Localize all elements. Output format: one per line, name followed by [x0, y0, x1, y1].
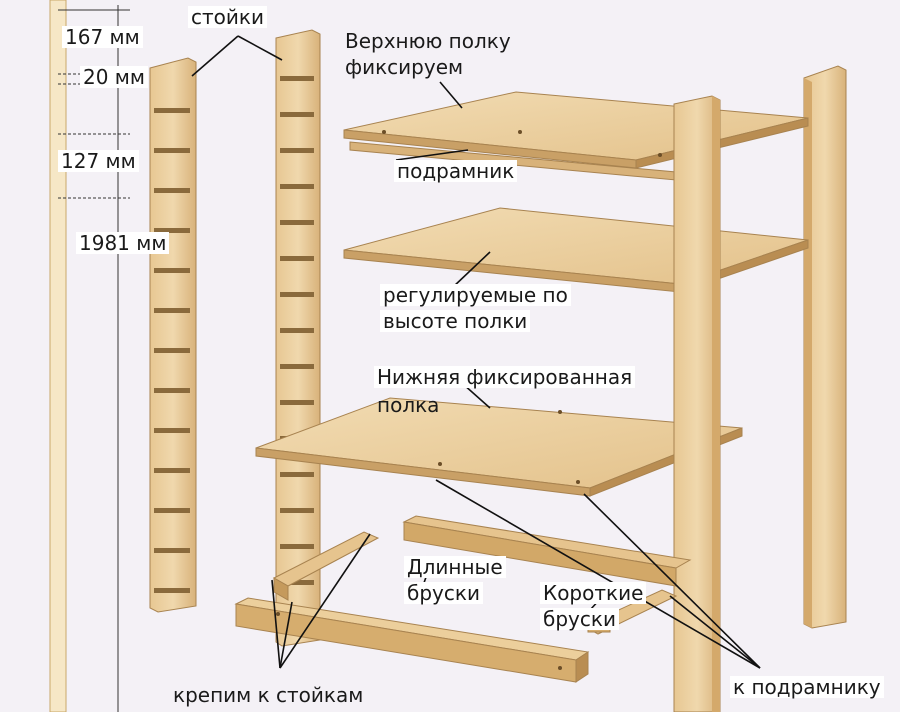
upright-slot [154, 588, 190, 593]
upright-front-right [673, 95, 721, 712]
attach-uprights-label: крепим к стойкам [173, 683, 364, 707]
short-bars-label-line1: Короткие [540, 582, 647, 604]
dimension-strip [49, 0, 130, 712]
upright-slot [280, 328, 314, 333]
uprights-label: стойки [188, 6, 267, 28]
upright-slot [280, 292, 314, 297]
upright-slot [154, 548, 190, 553]
dim-label-167: 167 мм [62, 26, 143, 48]
upright-slot [280, 184, 314, 189]
upright-1 [149, 57, 197, 613]
attach-subframe-label: к подрамнику [730, 676, 884, 698]
upright-slot [280, 112, 314, 117]
upright-slot [280, 472, 314, 477]
bottom-shelf-label-line2: полка [377, 393, 440, 417]
long-bars-label-line2: бруски [404, 582, 483, 604]
dim-label-1981: 1981 мм [76, 232, 170, 254]
upright-slot [280, 400, 314, 405]
adjustable-shelf [343, 207, 809, 293]
subframe-label: подрамник [394, 160, 518, 182]
upright-slot [154, 188, 190, 193]
upright-slot [154, 228, 190, 233]
upright-1-slots [154, 108, 190, 593]
upright-slot [154, 268, 190, 273]
upright-back-right [803, 65, 847, 629]
dim-label-20: 20 мм [80, 66, 148, 88]
upright-slot [154, 148, 190, 153]
upright-slot [154, 508, 190, 513]
upright-slot [280, 364, 314, 369]
top-shelf-label-line1: Верхнюю полку [345, 29, 511, 53]
top-shelf-label-line2: фиксируем [345, 55, 464, 79]
upright-slot [280, 508, 314, 513]
bottom-shelf [255, 397, 743, 497]
adjustable-shelves-label-line1: регулируемые по [380, 284, 571, 306]
upright-slot [280, 544, 314, 549]
upright-slot [154, 428, 190, 433]
dim-label-127: 127 мм [58, 150, 139, 172]
long-bars-label-line1: Длинные [404, 556, 506, 578]
upright-slot [154, 308, 190, 313]
adjustable-shelves-label-line2: высоте полки [380, 310, 531, 332]
upright-slot [280, 76, 314, 81]
bottom-shelf-label-line1: Нижняя фиксированная [374, 366, 636, 388]
upright-slot [154, 348, 190, 353]
short-bars-label-line2: бруски [540, 608, 619, 630]
upright-slot [280, 580, 314, 585]
upright-slot [154, 388, 190, 393]
upright-slot [154, 468, 190, 473]
upright-slot [280, 220, 314, 225]
upright-2 [275, 29, 321, 647]
upright-slot [280, 256, 314, 261]
upright-slot [280, 148, 314, 153]
upright-slot [154, 108, 190, 113]
